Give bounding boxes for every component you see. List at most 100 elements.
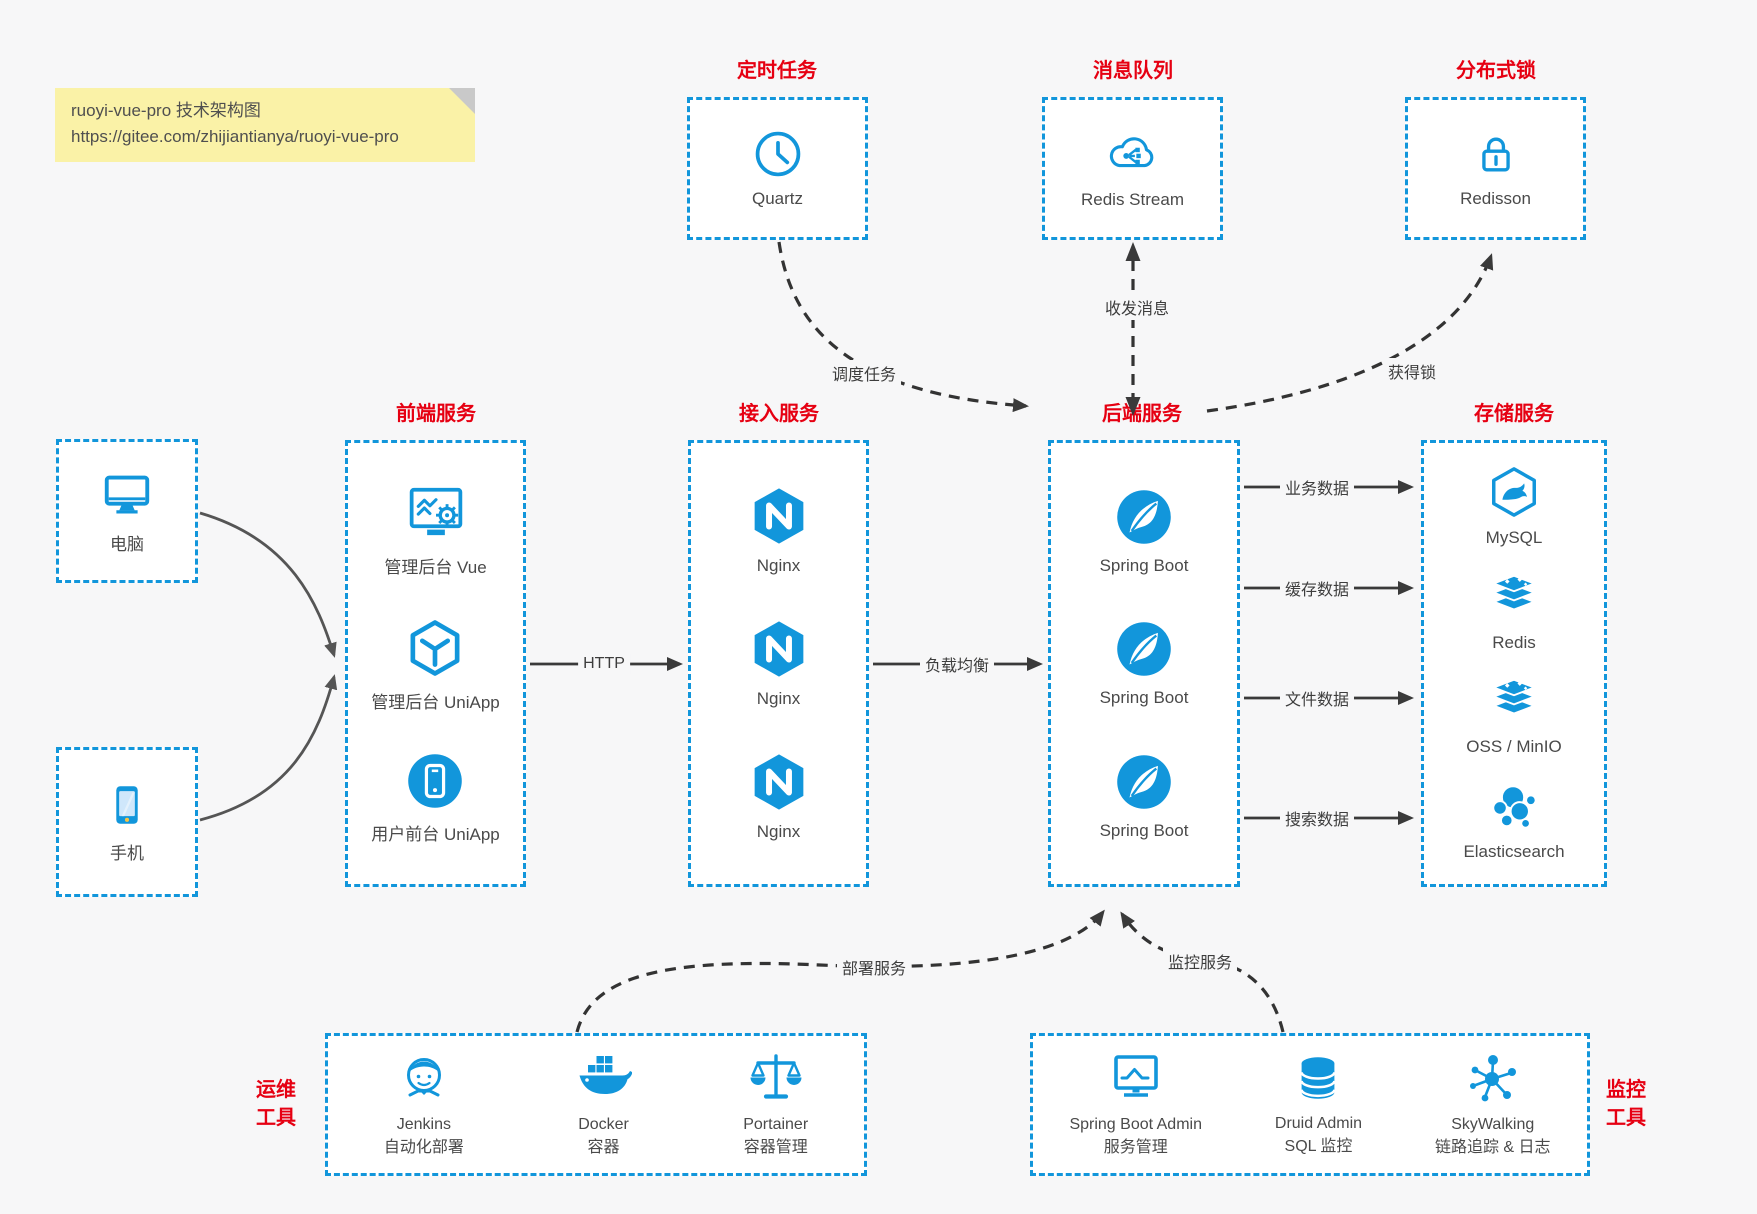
node-label: Spring Boot (1099, 820, 1189, 840)
edge-label-load-balance: 负载均衡 (919, 651, 995, 677)
oss-stack-icon (1487, 674, 1541, 728)
spring-icon (1114, 619, 1174, 679)
node-label: Nginx (756, 822, 801, 841)
node-jenkins: Jenkins 自动化部署 (384, 1050, 464, 1159)
node-skywalking: SkyWalking 链路追踪 & 日志 (1435, 1050, 1551, 1159)
node-label: 管理后台 UniApp (371, 692, 500, 712)
node-quartz: Quartz (752, 128, 804, 209)
panel-scheduled-tasks: Quartz (687, 97, 868, 240)
nginx-icon (748, 485, 810, 547)
node-label: Nginx (756, 689, 801, 708)
sticky-note: ruoyi-vue-pro 技术架构图 https://gitee.com/zh… (55, 88, 475, 162)
edge-label-search-data: 搜索数据 (1279, 805, 1355, 831)
node-druid-admin: Druid Admin SQL 监控 (1275, 1051, 1362, 1158)
node-sublabel: 自动化部署 (383, 1138, 464, 1156)
node-label: MySQL (1485, 527, 1543, 547)
portainer-icon (748, 1050, 804, 1106)
node-label: 电脑 (110, 535, 144, 554)
node-sublabel: SQL 监控 (1284, 1137, 1353, 1155)
boot-admin-icon (1108, 1050, 1164, 1106)
node-docker: Docker 容器 (576, 1050, 632, 1159)
desktop-icon (100, 467, 154, 521)
panel-monitor-tools: Spring Boot Admin 服务管理 Druid Admin SQL 监… (1030, 1033, 1590, 1176)
node-nginx-1: Nginx (748, 485, 810, 576)
node-sublabel: 链路追踪 & 日志 (1434, 1138, 1551, 1156)
user-app-icon (405, 751, 465, 811)
edge-mobile-to-frontend (199, 674, 338, 822)
edge-label-monitor: 监控服务 (1162, 948, 1238, 974)
panel-frontend: 管理后台 Vue 管理后台 UniApp 用户前台 UniApp (345, 440, 526, 887)
edge-label-file-data: 文件数据 (1279, 685, 1355, 711)
node-mysql: MySQL (1485, 465, 1543, 548)
edge-pc-to-frontend (199, 511, 337, 658)
title-backend: 后端服务 (1102, 403, 1182, 425)
node-sublabel: 容器管理 (743, 1138, 808, 1156)
node-redis: Redis (1487, 570, 1541, 653)
node-redis-stream: Redis Stream (1081, 127, 1184, 210)
edge-label-business-data: 业务数据 (1279, 474, 1355, 500)
node-nginx-2: Nginx (748, 618, 810, 709)
skywalking-icon (1465, 1050, 1521, 1106)
edge-label-http: HTTP (578, 654, 630, 674)
node-springboot-admin: Spring Boot Admin 服务管理 (1069, 1050, 1202, 1159)
note-title: ruoyi-vue-pro 技术架构图 (71, 101, 261, 120)
edge-message-arrowhead-up (1125, 242, 1141, 261)
redis-stack-icon (1487, 570, 1541, 624)
nginx-icon (748, 751, 810, 813)
node-sublabel: 容器 (587, 1138, 620, 1156)
clock-icon (752, 128, 804, 180)
title-ops-tools: 运维 工具 (256, 1079, 296, 1129)
node-label: Redisson (1460, 189, 1531, 208)
node-springboot-2: Spring Boot (1100, 619, 1188, 708)
title-message-queue: 消息队列 (1093, 60, 1173, 82)
node-label: Docker (578, 1116, 629, 1134)
edge-schedule-task-arrow (777, 241, 1029, 413)
uniapp-cube-icon (404, 617, 466, 679)
node-label: 管理后台 Vue (384, 557, 487, 577)
lock-icon (1470, 128, 1522, 180)
title-monitor-tools: 监控 工具 (1606, 1079, 1646, 1129)
node-label: Spring Boot Admin (1069, 1116, 1202, 1134)
cloud-stream-icon (1105, 127, 1159, 181)
admin-vue-icon (405, 482, 467, 544)
panel-distributed-lock: Redisson (1405, 97, 1586, 240)
node-nginx-3: Nginx (748, 751, 810, 842)
jenkins-icon (396, 1050, 452, 1106)
node-admin-uniapp: 管理后台 UniApp (371, 617, 500, 713)
node-label: Redis Stream (1081, 190, 1184, 209)
edge-label-cache-data: 缓存数据 (1279, 575, 1355, 601)
edge-label-message: 收发消息 (1099, 294, 1175, 320)
title-frontend: 前端服务 (396, 403, 476, 425)
node-label: Spring Boot (1099, 555, 1189, 575)
edge-label-lock: 获得锁 (1382, 358, 1442, 384)
node-springboot-3: Spring Boot (1099, 752, 1189, 841)
node-label: Elasticsearch (1463, 842, 1565, 862)
edge-acquire-lock-arrow (1206, 253, 1494, 413)
node-label: Druid Admin (1274, 1115, 1363, 1133)
panel-client-mobile: 手机 (56, 747, 198, 897)
nginx-icon (748, 618, 810, 680)
mobile-icon (102, 780, 152, 830)
mysql-icon (1487, 465, 1541, 519)
node-label: Jenkins (396, 1116, 451, 1134)
node-label: 手机 (110, 844, 144, 863)
title-scheduled-tasks: 定时任务 (737, 60, 817, 82)
edge-label-schedule: 调度任务 (826, 360, 902, 386)
title-access: 接入服务 (739, 403, 819, 425)
node-label: OSS / MinIO (1466, 737, 1562, 757)
node-portainer: Portainer 容器管理 (743, 1050, 808, 1159)
node-redisson: Redisson (1460, 128, 1531, 209)
elasticsearch-icon (1487, 779, 1541, 833)
druid-icon (1291, 1051, 1345, 1105)
node-label: 用户前台 UniApp (371, 825, 500, 845)
node-sublabel: 服务管理 (1103, 1138, 1168, 1156)
panel-access: Nginx Nginx Nginx (688, 440, 869, 887)
node-label: Nginx (756, 556, 801, 575)
node-label: Redis (1492, 632, 1536, 652)
panel-backend: Spring Boot Spring Boot Spring Boot (1048, 440, 1240, 887)
title-distributed-lock: 分布式锁 (1456, 60, 1536, 82)
title-storage: 存储服务 (1474, 403, 1554, 425)
node-springboot-1: Spring Boot (1099, 487, 1189, 576)
node-mobile: 手机 (102, 780, 152, 864)
spring-icon (1114, 752, 1174, 812)
